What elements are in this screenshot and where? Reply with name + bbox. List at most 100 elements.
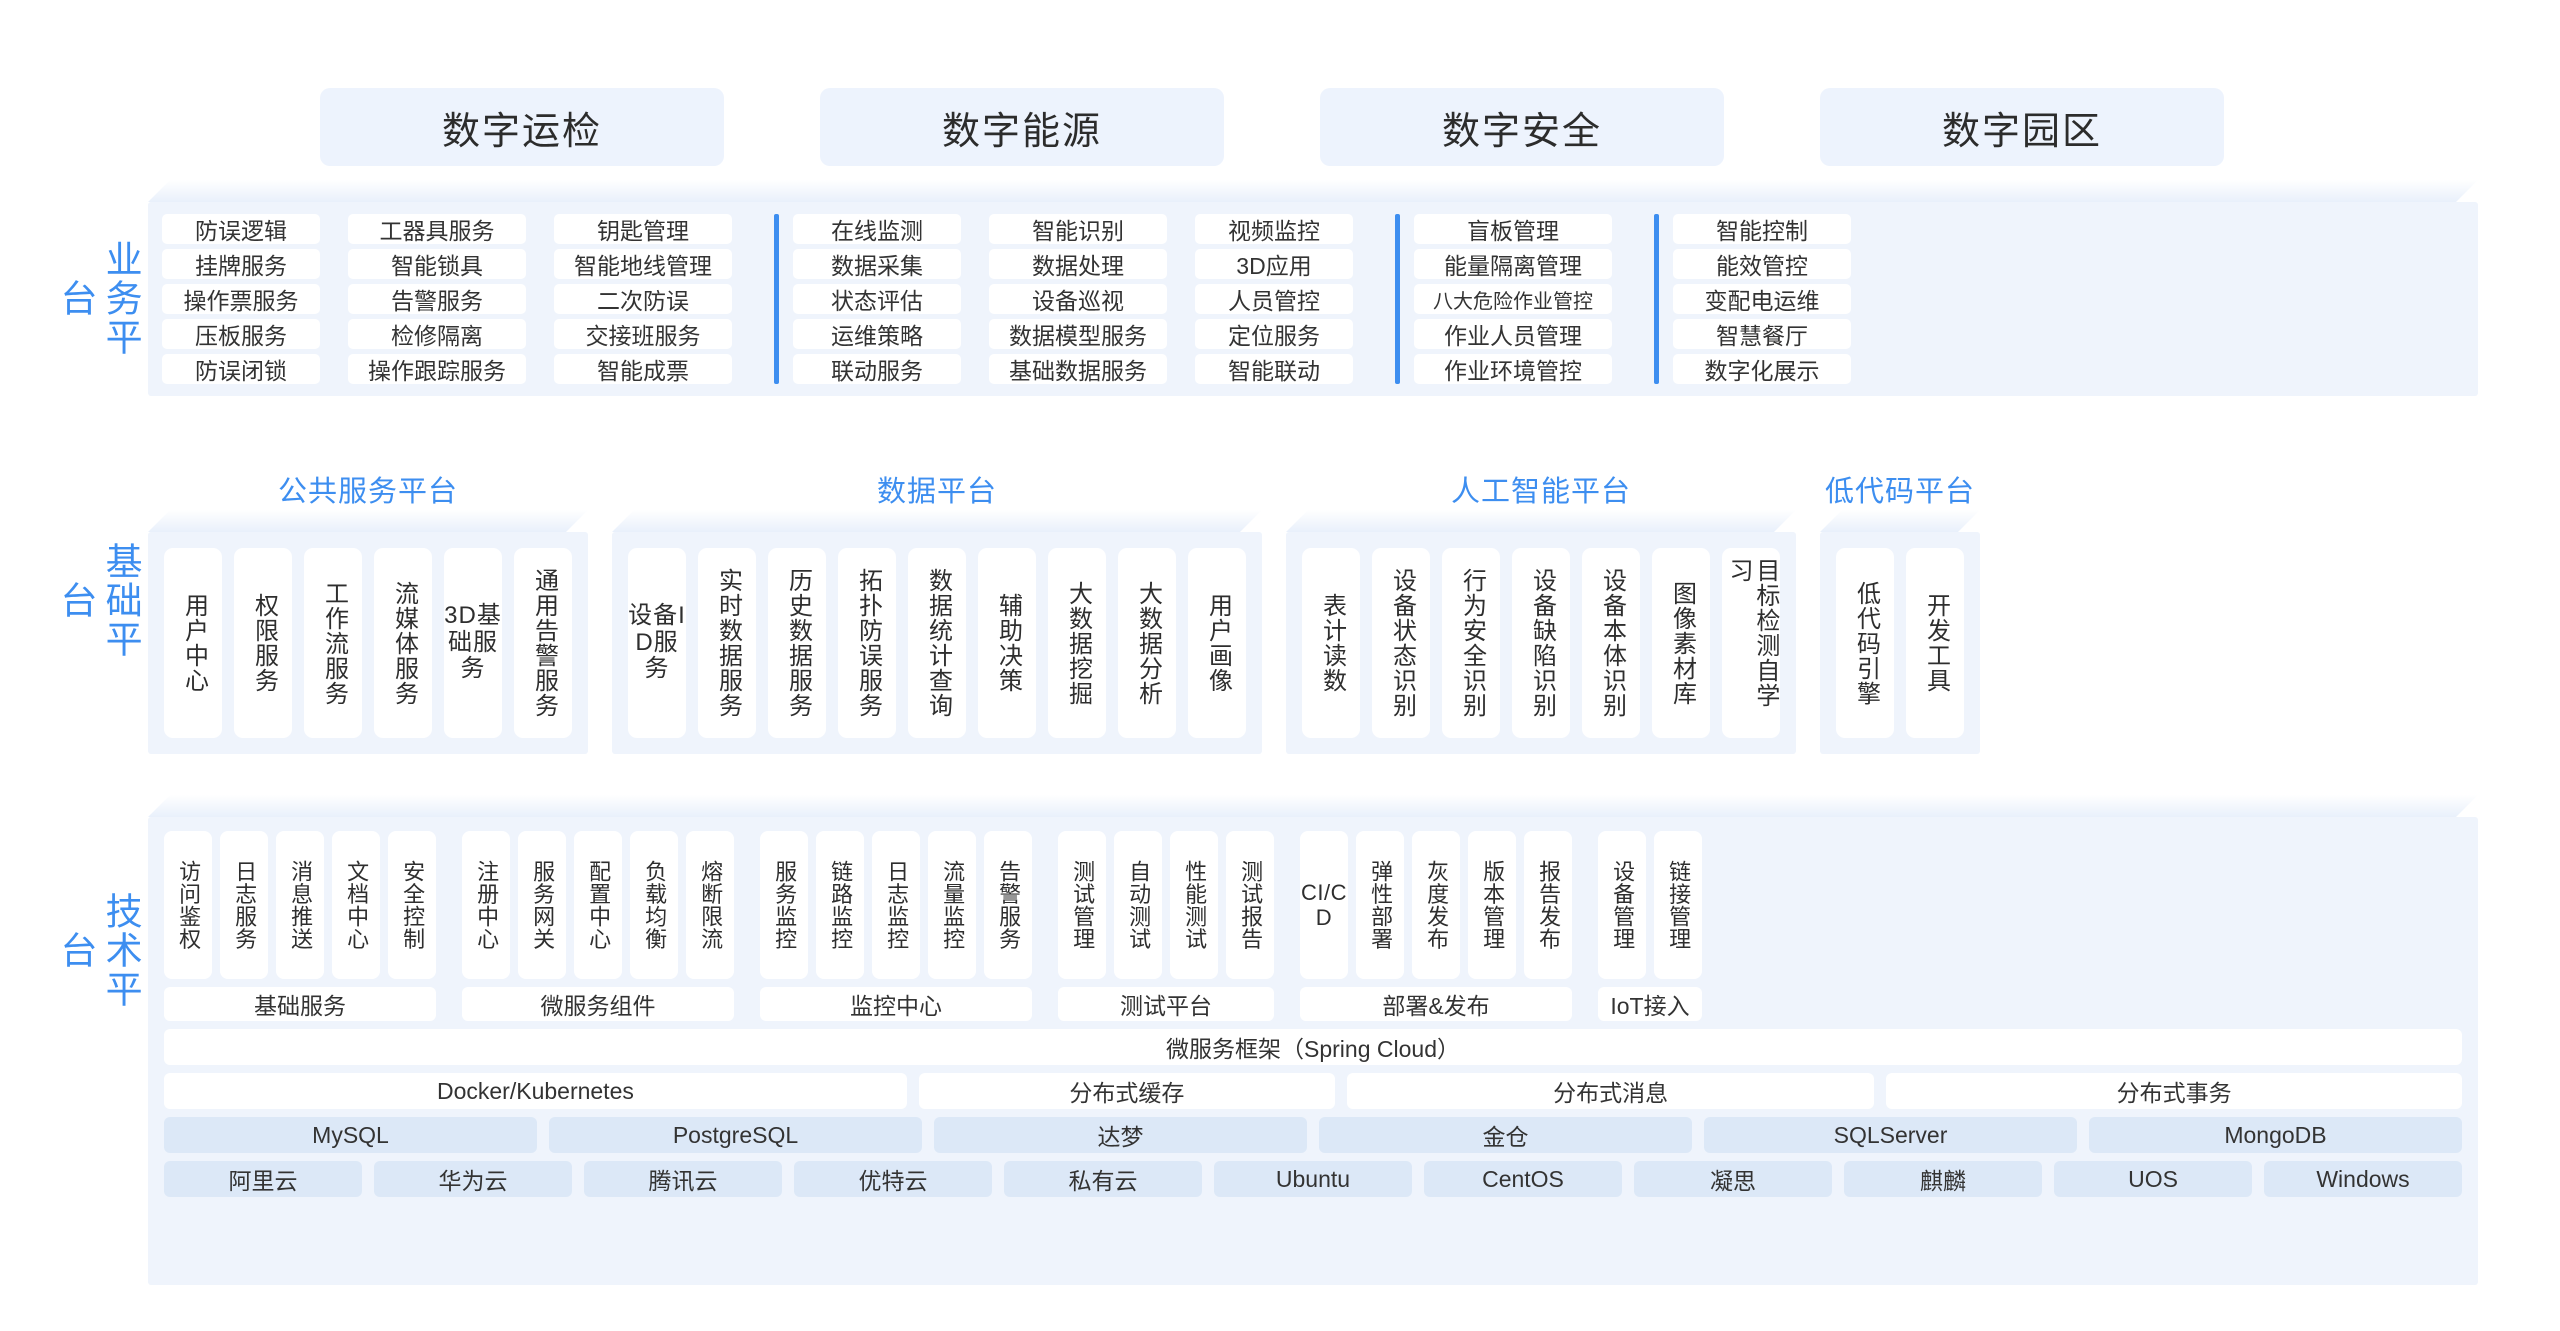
business-item[interactable]: 智能识别: [989, 214, 1167, 244]
business-item[interactable]: 数据采集: [793, 249, 961, 279]
foundation-item[interactable]: 设备ID服务: [628, 548, 686, 738]
foundation-item[interactable]: 用户画像: [1188, 548, 1246, 738]
tech-item[interactable]: 灰度发布: [1412, 831, 1460, 979]
tech-item[interactable]: 测试报告: [1226, 831, 1274, 979]
business-item[interactable]: 视频监控: [1195, 214, 1353, 244]
tech-item[interactable]: 自动测试: [1114, 831, 1162, 979]
infra-item[interactable]: 麒麟: [1844, 1161, 2042, 1197]
infra-item[interactable]: 华为云: [374, 1161, 572, 1197]
business-item[interactable]: 定位服务: [1195, 319, 1353, 349]
tech-item[interactable]: 告警服务: [984, 831, 1032, 979]
business-item[interactable]: 运维策略: [793, 319, 961, 349]
foundation-item[interactable]: 数据统计查询: [908, 548, 966, 738]
business-item[interactable]: 防误逻辑: [162, 214, 320, 244]
business-item[interactable]: 作业环境管控: [1414, 354, 1612, 384]
business-item[interactable]: 联动服务: [793, 354, 961, 384]
business-item[interactable]: 告警服务: [348, 284, 526, 314]
business-item[interactable]: 设备巡视: [989, 284, 1167, 314]
infra-item[interactable]: UOS: [2054, 1161, 2252, 1197]
database-item[interactable]: PostgreSQL: [549, 1117, 922, 1153]
business-item[interactable]: 状态评估: [793, 284, 961, 314]
tech-item[interactable]: 日志监控: [872, 831, 920, 979]
foundation-item[interactable]: 设备缺陷识别: [1512, 548, 1570, 738]
infra-item[interactable]: 凝思: [1634, 1161, 1832, 1197]
business-item[interactable]: 变配电运维: [1673, 284, 1851, 314]
tech-item[interactable]: 访问鉴权: [164, 831, 212, 979]
app-tab-3[interactable]: 数字园区: [1820, 88, 2224, 166]
tech-item[interactable]: 日志服务: [220, 831, 268, 979]
foundation-item[interactable]: 表计读数: [1302, 548, 1360, 738]
business-item[interactable]: 压板服务: [162, 319, 320, 349]
infra-item[interactable]: Windows: [2264, 1161, 2462, 1197]
business-item[interactable]: 检修隔离: [348, 319, 526, 349]
foundation-item[interactable]: 通用告警服务: [514, 548, 572, 738]
tech-item[interactable]: 测试管理: [1058, 831, 1106, 979]
infra-item[interactable]: 优特云: [794, 1161, 992, 1197]
tech-item[interactable]: 弹性部署: [1356, 831, 1404, 979]
middleware-item[interactable]: 分布式事务: [1886, 1073, 2462, 1109]
tech-item[interactable]: 安全控制: [388, 831, 436, 979]
foundation-item[interactable]: 拓扑防误服务: [838, 548, 896, 738]
app-tab-0[interactable]: 数字运检: [320, 88, 724, 166]
business-item[interactable]: 防误闭锁: [162, 354, 320, 384]
foundation-item[interactable]: 设备状态识别: [1372, 548, 1430, 738]
tech-item[interactable]: 链接管理: [1654, 831, 1702, 979]
business-item[interactable]: 八大危险作业管控: [1414, 284, 1612, 314]
foundation-item[interactable]: 流媒体服务: [374, 548, 432, 738]
foundation-item[interactable]: 大数据挖掘: [1048, 548, 1106, 738]
foundation-item[interactable]: 用户中心: [164, 548, 222, 738]
business-item[interactable]: 数字化展示: [1673, 354, 1851, 384]
foundation-item[interactable]: 开发工具: [1906, 548, 1964, 738]
business-item[interactable]: 交接班服务: [554, 319, 732, 349]
foundation-item[interactable]: 3D基础服务: [444, 548, 502, 738]
database-item[interactable]: MySQL: [164, 1117, 537, 1153]
foundation-item[interactable]: 低代码引擎: [1836, 548, 1894, 738]
business-item[interactable]: 操作跟踪服务: [348, 354, 526, 384]
foundation-item[interactable]: 行为安全识别: [1442, 548, 1500, 738]
tech-item[interactable]: 注册中心: [462, 831, 510, 979]
business-item[interactable]: 能量隔离管理: [1414, 249, 1612, 279]
infra-item[interactable]: 阿里云: [164, 1161, 362, 1197]
business-item[interactable]: 基础数据服务: [989, 354, 1167, 384]
foundation-item[interactable]: 辅助决策: [978, 548, 1036, 738]
middleware-item[interactable]: 分布式缓存: [918, 1073, 1335, 1109]
foundation-item[interactable]: 工作流服务: [304, 548, 362, 738]
business-item[interactable]: 智能成票: [554, 354, 732, 384]
business-item[interactable]: 二次防误: [554, 284, 732, 314]
middleware-item[interactable]: 分布式消息: [1346, 1073, 1875, 1109]
database-item[interactable]: MongoDB: [2089, 1117, 2462, 1153]
business-item[interactable]: 数据处理: [989, 249, 1167, 279]
business-item[interactable]: 智能联动: [1195, 354, 1353, 384]
business-item[interactable]: 智能控制: [1673, 214, 1851, 244]
business-item[interactable]: 盲板管理: [1414, 214, 1612, 244]
business-item[interactable]: 3D应用: [1195, 249, 1353, 279]
foundation-item[interactable]: 目标检测自学习: [1722, 548, 1780, 738]
foundation-item[interactable]: 权限服务: [234, 548, 292, 738]
business-item[interactable]: 在线监测: [793, 214, 961, 244]
middleware-item[interactable]: Docker/Kubernetes: [164, 1073, 907, 1109]
tech-item[interactable]: 设备管理: [1598, 831, 1646, 979]
database-item[interactable]: 金仓: [1319, 1117, 1692, 1153]
business-item[interactable]: 智慧餐厅: [1673, 319, 1851, 349]
tech-item[interactable]: 流量监控: [928, 831, 976, 979]
business-item[interactable]: 操作票服务: [162, 284, 320, 314]
tech-item[interactable]: 链路监控: [816, 831, 864, 979]
tech-item[interactable]: 版本管理: [1468, 831, 1516, 979]
business-item[interactable]: 智能锁具: [348, 249, 526, 279]
app-tab-1[interactable]: 数字能源: [820, 88, 1224, 166]
database-item[interactable]: 达梦: [934, 1117, 1307, 1153]
business-item[interactable]: 数据模型服务: [989, 319, 1167, 349]
tech-item[interactable]: 消息推送: [276, 831, 324, 979]
database-item[interactable]: SQLServer: [1704, 1117, 2077, 1153]
business-item[interactable]: 工器具服务: [348, 214, 526, 244]
tech-item[interactable]: 熔断限流: [686, 831, 734, 979]
infra-item[interactable]: Ubuntu: [1214, 1161, 1412, 1197]
tech-item[interactable]: 服务网关: [518, 831, 566, 979]
business-item[interactable]: 人员管控: [1195, 284, 1353, 314]
app-tab-2[interactable]: 数字安全: [1320, 88, 1724, 166]
tech-item[interactable]: 文档中心: [332, 831, 380, 979]
business-item[interactable]: 作业人员管理: [1414, 319, 1612, 349]
foundation-item[interactable]: 历史数据服务: [768, 548, 826, 738]
tech-item[interactable]: 服务监控: [760, 831, 808, 979]
infra-item[interactable]: 腾讯云: [584, 1161, 782, 1197]
